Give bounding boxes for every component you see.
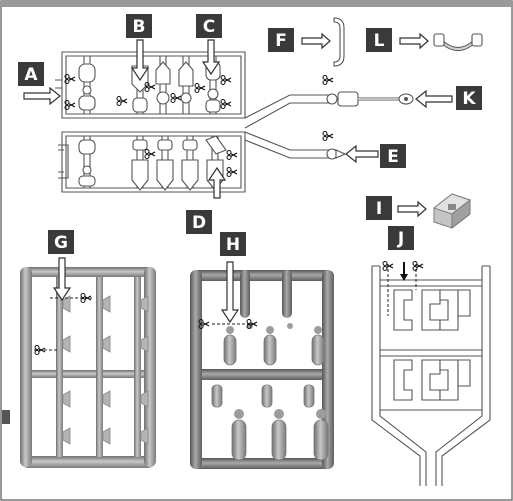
label-b: B (126, 14, 152, 38)
arrow-icon (220, 261, 240, 324)
label-a: A (18, 62, 44, 86)
arrow-icon (52, 257, 72, 302)
sprue-panel-g (20, 267, 156, 468)
svg-text:G: G (54, 233, 68, 253)
arrow-icon (201, 39, 221, 76)
svg-text:F: F (275, 31, 287, 51)
svg-text:I: I (376, 199, 382, 219)
svg-text:E: E (387, 147, 399, 167)
label-g: G (48, 230, 74, 254)
part-l-drawing (433, 33, 483, 51)
label-d: D (186, 210, 212, 234)
label-k: K (456, 86, 482, 110)
label-f: F (268, 28, 294, 52)
sprue-panel-j (371, 262, 491, 486)
svg-text:A: A (24, 65, 38, 85)
arrow-icon (345, 144, 379, 164)
part-k-drawing (337, 91, 414, 107)
label-e: E (380, 144, 406, 168)
label-l: L (366, 28, 392, 52)
svg-text:D: D (192, 213, 206, 233)
part-e-drawing (335, 149, 347, 159)
arrow-icon (399, 32, 429, 50)
svg-text:K: K (462, 89, 476, 109)
svg-text:H: H (226, 235, 240, 255)
arrow-icon (130, 39, 150, 82)
arrow-icon (301, 32, 331, 50)
part-i-drawing (432, 193, 472, 230)
top-bar (1, 1, 512, 7)
svg-text:L: L (374, 31, 385, 51)
label-j: J (388, 226, 414, 250)
svg-text:J: J (397, 229, 404, 249)
label-i: I (366, 196, 392, 220)
top-sprue-drawing (55, 51, 338, 193)
label-c: C (196, 14, 222, 38)
arrow-icon (207, 166, 227, 199)
arrow-icon (415, 89, 453, 109)
arrow-icon (397, 200, 427, 218)
side-mark (2, 410, 10, 424)
svg-text:C: C (203, 17, 215, 37)
svg-text:B: B (133, 17, 146, 37)
part-f-drawing (333, 17, 345, 67)
sprue-panel-h (190, 270, 334, 469)
label-h: H (220, 232, 246, 256)
arrow-icon (23, 86, 61, 106)
pointer-arrows (23, 32, 453, 324)
